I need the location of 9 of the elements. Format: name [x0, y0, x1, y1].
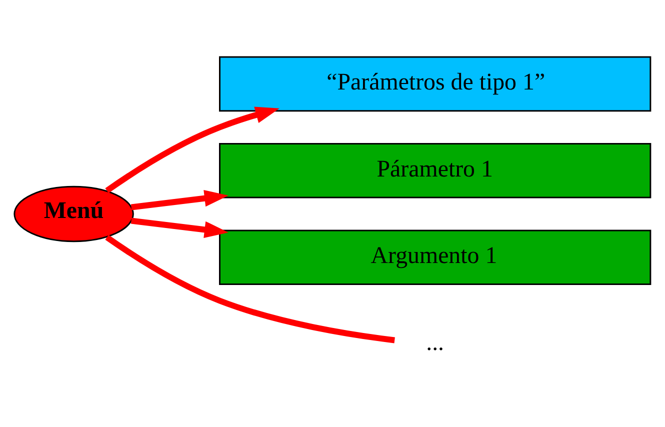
node-ellipse: Menú — [14, 185, 134, 242]
node-text: ... — [426, 329, 444, 356]
arrow — [130, 217, 228, 238]
node-box: Párametro 1 — [219, 142, 652, 198]
connector — [105, 234, 395, 343]
arrow — [130, 190, 228, 210]
node-box: Argumento 1 — [219, 229, 652, 285]
node-box: “Parámetros de tipo 1” — [219, 56, 652, 112]
arrow — [105, 106, 280, 193]
